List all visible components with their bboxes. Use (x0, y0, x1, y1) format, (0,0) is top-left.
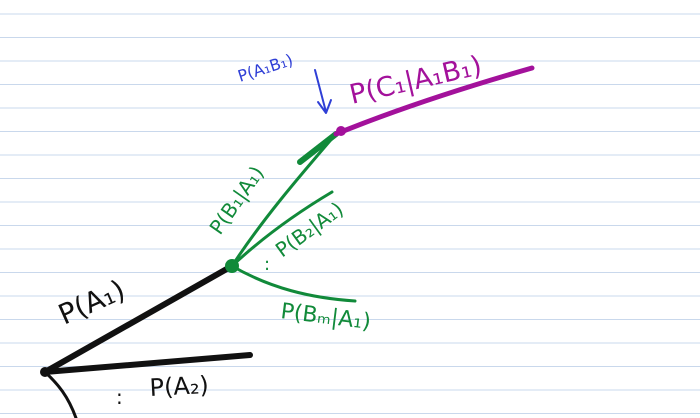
node-b1 (336, 126, 346, 136)
label-p-a1: P(A₁) (53, 273, 130, 331)
ellipsis-b-branches: : (264, 254, 270, 275)
root-node (40, 367, 50, 377)
label-p-a2: P(A₂) (149, 371, 210, 402)
pointer-arrow (314, 69, 332, 114)
branch-c1 (333, 65, 535, 137)
notebook-rule-lines (0, 13, 700, 414)
branch-a2 (42, 352, 253, 375)
node-a1 (225, 259, 239, 273)
branch-b1 (230, 133, 337, 268)
branch-bm (230, 264, 357, 303)
label-p-a1-b1: P(A₁B₁) (235, 50, 295, 86)
label-p-bm-given-a1: P(Bₘ|A₁) (279, 299, 372, 335)
branch-lower-stub (43, 370, 78, 418)
branch-a1 (42, 263, 235, 375)
ellipsis-a-branches: : (116, 385, 123, 409)
branch-b2 (230, 190, 334, 268)
branch-b1-thick (297, 131, 339, 165)
